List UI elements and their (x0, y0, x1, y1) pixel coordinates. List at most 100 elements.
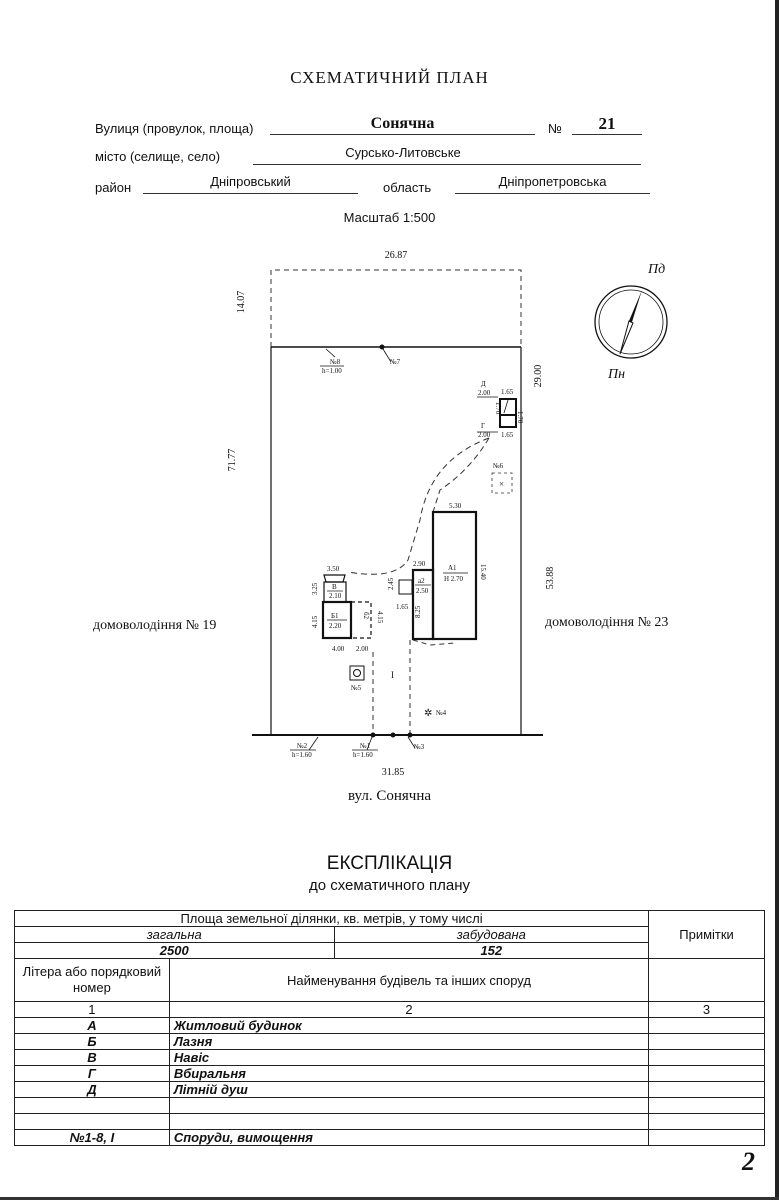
building-D-width: 1.65 (501, 388, 514, 396)
mark-2: №2 (297, 742, 308, 750)
building-B1-side: 4.15 (311, 615, 319, 628)
building-G-side: 1.70 (516, 411, 524, 424)
table-row (14, 1097, 765, 1114)
street-value: Сонячна (370, 115, 435, 132)
row-name: Лазня (168, 1033, 650, 1050)
neighbor-right-label: домоволодіння № 23 (545, 615, 669, 630)
number-line (572, 134, 642, 135)
mark-1-height: h=1.60 (353, 751, 373, 759)
building-b2 (350, 601, 372, 639)
notes-header: Примітки (648, 910, 765, 959)
building-A1-letter: А1 (448, 564, 457, 572)
row-letter (14, 1097, 170, 1114)
table-row: №1-8, І Споруди, вимощення (14, 1129, 765, 1146)
dashed-path (412, 639, 456, 646)
building-V-side: 3.25 (311, 582, 319, 595)
district-line (143, 193, 358, 194)
row-name (168, 1097, 650, 1114)
dim-bottom: 31.85 (382, 767, 405, 778)
row-name (168, 1113, 650, 1130)
gate-post (370, 732, 376, 738)
explication-table: Площа земельної ділянки, кв. метрів, у т… (13, 910, 765, 1146)
region-label: область (383, 180, 432, 195)
building-A1-side: 15.40 (479, 564, 487, 580)
mark-8: №8 (330, 358, 341, 366)
building-a2-letter: а2 (418, 577, 425, 585)
page-title: СХЕМАТИЧНИЙ ПЛАН (290, 68, 489, 87)
table-row: А Житловий будинок (14, 1017, 765, 1034)
building-V (323, 574, 346, 583)
street-caption: вул. Сонячна (347, 788, 432, 804)
region-line (455, 193, 650, 194)
building-a2-top: 2.90 (413, 560, 426, 568)
city-label: місто (селище, село) (95, 149, 221, 164)
dashed-path (347, 437, 490, 575)
svg-text:×: × (499, 479, 504, 489)
dashed-plot-extension (270, 269, 522, 347)
row-name: Вбиральня (168, 1065, 650, 1082)
building-a2-side: 8.25 (414, 605, 422, 618)
porch (398, 579, 413, 595)
district-value: Дніпровський (210, 174, 291, 189)
row-note (648, 1065, 765, 1082)
mark-5: №5 (351, 684, 362, 692)
scale-label: Масштаб 1:500 (343, 210, 436, 225)
site-plan: 26.87 14.07 71.77 29.00 53.88 31.85 Пд П… (227, 250, 668, 778)
built-area-label: забудована (333, 926, 650, 943)
row-note (648, 1033, 765, 1050)
explication-title: ЕКСПЛІКАЦІЯ (326, 853, 453, 874)
row-letter: А (14, 1017, 170, 1034)
dim-right-upper: 29.00 (533, 365, 544, 388)
table-row (14, 1113, 765, 1130)
mark-8-height: h=1.00 (322, 367, 342, 375)
row-name: Житловий будинок (168, 1017, 650, 1034)
street-label: Вулиця (провулок, площа) (95, 121, 254, 136)
building-D-letter: Д (481, 380, 486, 388)
compass-north-label: Пд (647, 262, 665, 277)
mark-2-height: h=1.60 (292, 751, 312, 759)
col1-header: Літера або порядковий номер (14, 958, 170, 1002)
building-D-height: 2.00 (478, 389, 491, 397)
col2-header: Найменування будівель та інших споруд (168, 958, 650, 1002)
porch-bottom: 1.65 (396, 603, 409, 611)
building-V-letter: В (332, 583, 337, 591)
row-note (648, 1049, 765, 1066)
building-D-side: 1.70 (494, 402, 502, 415)
mark-6: №6 (493, 462, 504, 470)
compass-icon (594, 285, 668, 359)
built-area-value: 152 (333, 942, 650, 959)
row-letter: №1-8, І (14, 1129, 170, 1146)
row-letter: Б (14, 1033, 170, 1050)
table-row: Д Літній душ (14, 1081, 765, 1098)
city-value: Сурсько-Литовське (345, 145, 461, 160)
building-a2 (411, 568, 435, 641)
table-row: Б Лазня (14, 1033, 765, 1050)
building-B1-letter: Б1 (331, 612, 339, 620)
building-G-height: 2.00 (478, 431, 491, 439)
row-letter: Д (14, 1081, 170, 1098)
mark-4: №4 (436, 709, 447, 717)
building-V-height: 2.10 (329, 592, 342, 600)
building-a2-height: 2.50 (416, 587, 429, 595)
col-num-1: 1 (14, 1001, 170, 1018)
building-b2-letter: б2 (362, 612, 370, 620)
neighbor-left-label: домоволодіння № 19 (93, 618, 217, 633)
table-row: Г Вбиральня (14, 1065, 765, 1082)
total-area-label: загальна (14, 926, 335, 943)
row-note (648, 1097, 765, 1114)
total-area-value: 2500 (14, 942, 335, 959)
mark-6-symbol (491, 472, 513, 494)
col-num-3: 3 (648, 1001, 765, 1018)
explication-subtitle: до схематичного плану (308, 877, 471, 894)
gate-post (379, 344, 385, 350)
district-label: район (95, 180, 132, 195)
building-V-top: 3.50 (327, 565, 340, 573)
building-A1-top: 5.30 (449, 502, 462, 510)
mark-1: №1 (360, 742, 371, 750)
row-note (648, 1129, 765, 1146)
row-note (648, 1017, 765, 1034)
dim-left-main: 71.77 (227, 449, 238, 472)
scan-edge-bottom (0, 1197, 779, 1200)
row-name: Навіс (168, 1049, 650, 1066)
dim-top: 26.87 (385, 250, 408, 261)
